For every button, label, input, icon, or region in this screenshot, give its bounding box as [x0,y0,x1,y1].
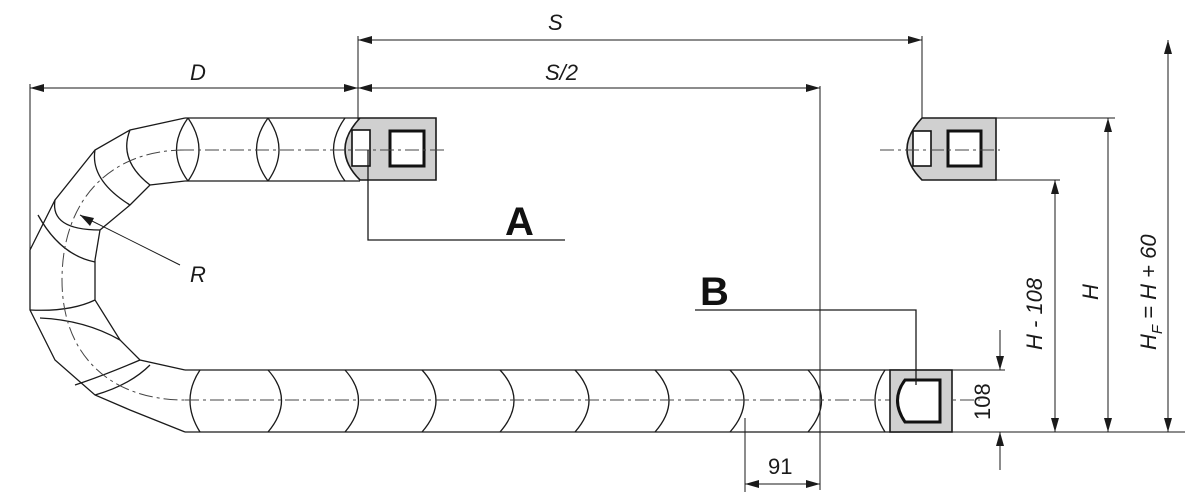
label-108: 108 [970,383,995,420]
label-hf: HF = H + 60 [1136,234,1166,350]
dimension-91: 91 [744,418,820,492]
label-hf-main: H [1136,334,1161,350]
fixed-end-bracket [889,369,953,433]
label-h-minus-108: H - 108 [1022,277,1047,350]
label-r: R [190,262,206,287]
label-h: H [1078,284,1103,300]
label-b: B [700,270,729,314]
moving-end-bracket [180,117,445,181]
label-hf-sub: F [1149,324,1166,334]
label-91: 91 [768,454,792,479]
label-a: A [505,200,534,244]
dimension-s: S [357,10,923,150]
callout-b: B [695,270,917,385]
chain-curve [29,117,186,433]
label-s-half: S/2 [545,60,578,85]
label-s: S [548,10,563,35]
moving-end-bracket-right [880,117,1000,181]
vertical-dimensions: H - 108 H HF = H + 60 108 [952,40,1185,470]
label-d: D [190,60,206,85]
radius-r: R [79,214,206,287]
dimension-d: D [29,60,358,270]
chain-lower-run [185,369,980,433]
callout-a: A [367,150,565,244]
dimension-s-half: S/2 [358,60,821,490]
label-hf-rest: = H + 60 [1136,234,1161,325]
